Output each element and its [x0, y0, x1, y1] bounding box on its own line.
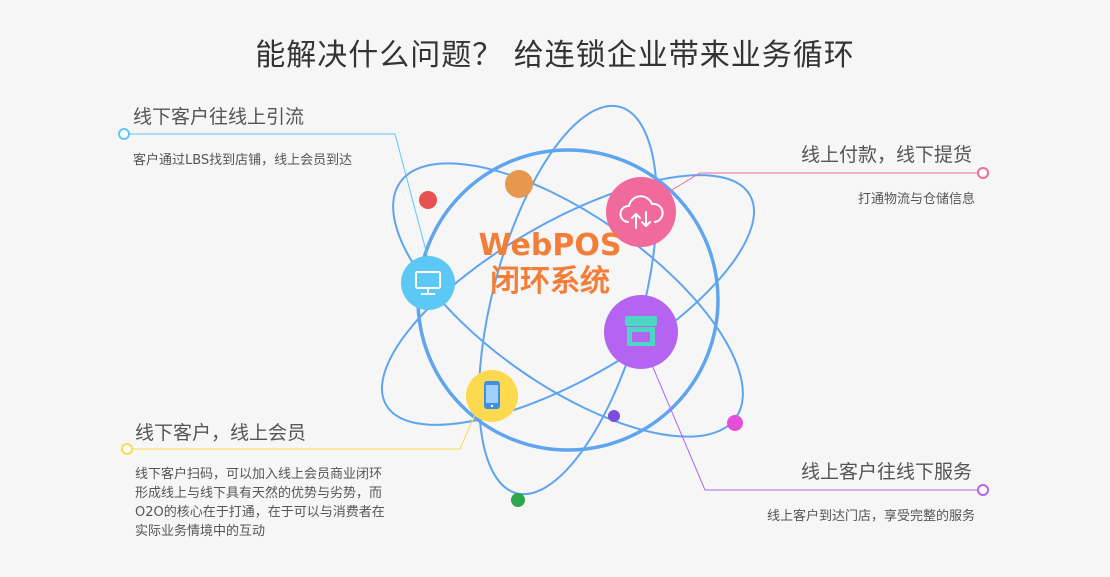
- endpoint-bottom-right: [977, 484, 989, 496]
- feature-desc-line: 实际业务情境中的互动: [135, 524, 266, 539]
- feature-desc-offline-member: 线下客户扫码，可以加入线上会员商业闭环 形成线上与线下具有天然的优势与劣势，而 …: [135, 465, 385, 541]
- orbit-ring-1: [381, 174, 755, 426]
- connector-lines: [125, 133, 983, 491]
- planet-magenta: [727, 415, 743, 431]
- page-title: 能解决什么问题？ 给连锁企业带来业务循环: [255, 38, 855, 73]
- feature-desc-offline-to-online: 客户通过LBS找到店铺，线上会员到达: [133, 151, 352, 170]
- connector-top-left: [125, 133, 430, 263]
- endpoint-bottom-left: [121, 443, 133, 455]
- main-orbit: [416, 148, 720, 452]
- center-title-line2: 闭环系统: [490, 264, 610, 299]
- smartphone-icon: [484, 381, 500, 409]
- store-icon: [625, 316, 657, 346]
- feature-title-offline-member: 线下客户，线上会员: [135, 422, 307, 444]
- phone-node: [466, 370, 518, 422]
- endpoint-top-right: [977, 167, 989, 179]
- feature-desc-online-to-offline: 线上客户到达门店，享受完整的服务: [767, 507, 975, 526]
- endpoint-top-left: [118, 128, 130, 140]
- feature-desc-line: 形成线上与线下具有天然的优势与劣势，而: [135, 486, 383, 501]
- monitor-node: [401, 256, 455, 310]
- planet-orange: [505, 170, 533, 198]
- feature-desc-line: 打通物流与仓储信息: [857, 192, 975, 207]
- feature-title-online-to-offline: 线上客户往线下服务: [800, 461, 972, 483]
- feature-title-online-pay: 线上付款，线下提货: [800, 144, 972, 166]
- planet-purple: [608, 410, 620, 422]
- feature-desc-online-pay: 打通物流与仓储信息: [858, 190, 975, 209]
- feature-desc-line: O2O的核心在于打通，在于可以与消费者在: [135, 505, 385, 520]
- feature-desc-line: 线上客户到达门店，享受完整的服务: [766, 509, 975, 524]
- planet-green: [511, 493, 525, 507]
- feature-desc-line: 线下客户扫码，可以加入线上会员商业闭环: [135, 467, 383, 482]
- cloud-node: [606, 177, 676, 247]
- store-node: [604, 295, 678, 369]
- connector-bottom-right: [651, 364, 983, 491]
- center-title: WebPOS 闭环系统: [460, 228, 640, 300]
- connector-top-right: [661, 172, 983, 197]
- cloud-sync-icon: [619, 195, 664, 229]
- center-title-line1: WebPOS: [478, 228, 622, 263]
- feature-title-offline-to-online: 线下客户往线上引流: [133, 106, 305, 128]
- feature-desc-line: 客户通过LBS找到店铺，线上会员到达: [133, 153, 353, 168]
- planet-red: [419, 191, 437, 209]
- monitor-icon: [415, 271, 441, 295]
- connector-bottom-left: [127, 409, 478, 450]
